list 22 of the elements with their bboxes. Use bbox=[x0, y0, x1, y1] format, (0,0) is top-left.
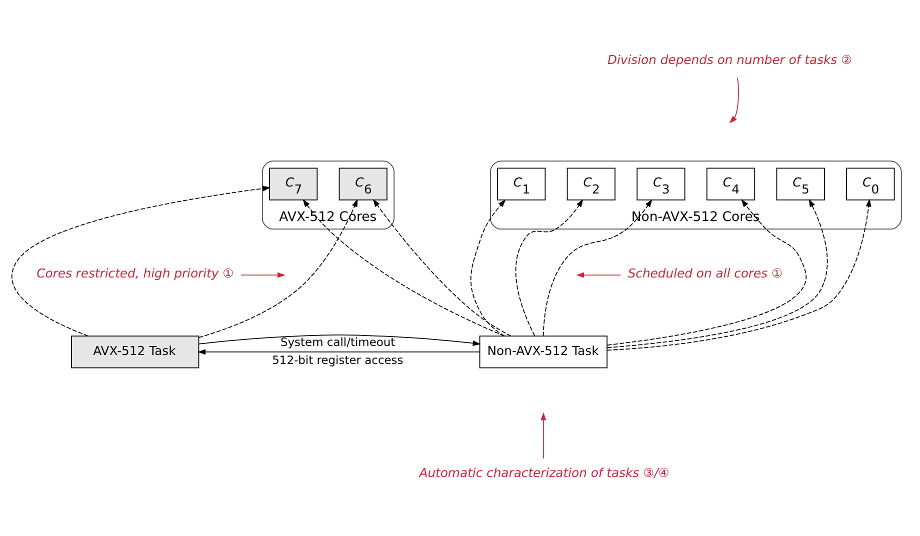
edge-label: System call/timeout bbox=[280, 335, 396, 350]
arrow bbox=[540, 412, 546, 459]
arrow bbox=[606, 198, 872, 351]
node-box: AVX-512 Task bbox=[71, 336, 200, 368]
arrow bbox=[302, 199, 505, 336]
node-text: Automatic characterization of tasks ③/④ bbox=[419, 466, 670, 480]
arrow bbox=[240, 272, 286, 278]
arrow bbox=[729, 77, 739, 124]
arrow bbox=[198, 349, 480, 355]
node-box: Non-AVX-512 Task bbox=[479, 336, 608, 368]
arrow bbox=[576, 272, 622, 278]
node-text: Cores restricted, high priority ① bbox=[36, 266, 234, 280]
node-text: Division depends on number of tasks ② bbox=[607, 52, 852, 67]
arrow bbox=[515, 199, 584, 336]
arrow bbox=[198, 334, 481, 346]
edge-label: 512-bit register access bbox=[272, 352, 404, 367]
arrow bbox=[198, 198, 358, 338]
arrow bbox=[372, 198, 512, 336]
arrow bbox=[11, 186, 271, 336]
arrow bbox=[542, 199, 652, 336]
node-text: Scheduled on all cores ① bbox=[628, 266, 783, 280]
arrow bbox=[470, 199, 506, 336]
